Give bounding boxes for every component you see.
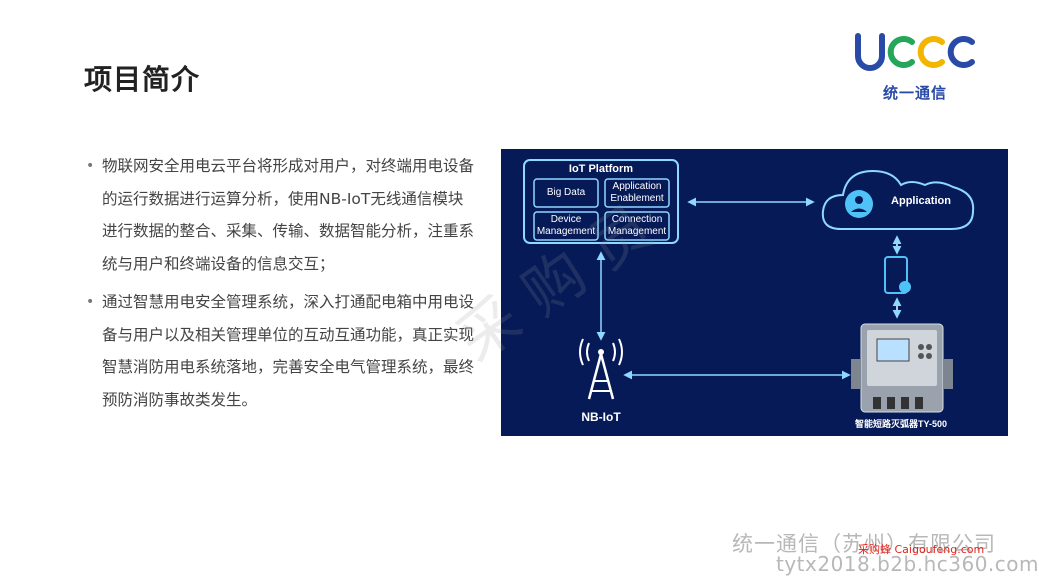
device-label: 智能短路灭弧器TY-500 <box>854 419 948 429</box>
footer-caigoufeng: 采购蜂 Caigoufeng.com <box>858 543 985 556</box>
iot-platform-title: IoT Platform <box>568 163 634 175</box>
connection-management-label: Connection Management <box>607 214 667 237</box>
list-item: • 通过智慧用电安全管理系统，深入打通配电箱中用电设备与用户以及相关管理单位的互… <box>86 286 476 416</box>
breaker-device-icon <box>851 323 953 413</box>
conn-mgmt-box <box>604 211 670 241</box>
bullet-icon: • <box>86 294 95 310</box>
tower-icon <box>579 338 623 400</box>
footer-company: 统一通信（苏州）有限公司 <box>732 532 996 556</box>
logo-name: 统一通信 <box>882 84 947 102</box>
bullet-text: 通过智慧用电安全管理系统，深入打通配电箱中用电设备与用户以及相关管理单位的互动互… <box>102 293 475 409</box>
bullet-icon: • <box>86 158 95 174</box>
app-enable-box <box>604 178 670 208</box>
iot-platform-frame <box>523 159 679 244</box>
big-data-label: Big Data <box>546 187 586 198</box>
cloud-application-label: Application <box>891 195 951 207</box>
cloud-icon <box>821 169 975 230</box>
bullet-text: 物联网安全用电云平台将形成对用户，对终端用电设备的运行数据进行运算分析，使用NB… <box>102 157 475 273</box>
app-enablement-label: Application Enablement <box>610 181 664 204</box>
device-management-label: Device Management <box>536 214 596 237</box>
nbiot-label: NB-IoT <box>581 410 621 424</box>
device-mgmt-box <box>533 211 599 241</box>
footer-url: tytx2018.b2b.hc360.com <box>776 552 1039 576</box>
iot-architecture-diagram: IoT Platform Big Data Application Enable… <box>501 149 1008 436</box>
uccc-logo-icon <box>855 33 975 71</box>
page-title: 项目简介 <box>84 63 201 96</box>
bullet-list: • 物联网安全用电云平台将形成对用户，对终端用电设备的运行数据进行运算分析，使用… <box>86 150 476 422</box>
big-data-box <box>533 178 599 208</box>
company-logo: 统一通信 <box>852 30 978 106</box>
list-item: • 物联网安全用电云平台将形成对用户，对终端用电设备的运行数据进行运算分析，使用… <box>86 150 476 280</box>
phone-icon <box>884 256 908 294</box>
